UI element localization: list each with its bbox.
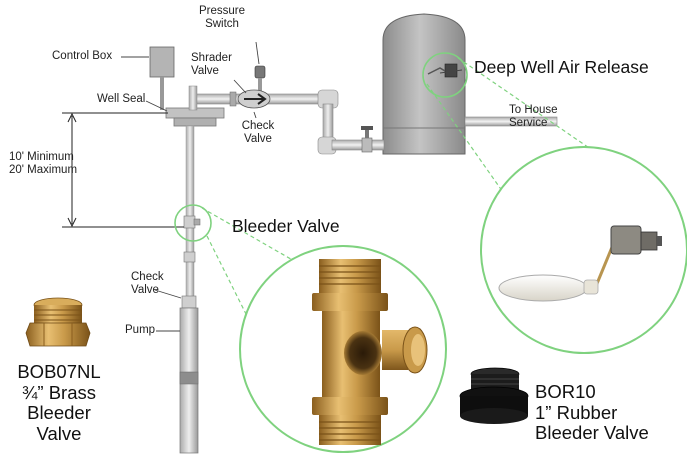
well-seal — [165, 85, 225, 127]
brass-product-label: BOB07NL ¾” Brass Bleeder Valve — [17, 361, 101, 445]
deep-well-air-release-label: Deep Well Air Release — [474, 57, 649, 77]
air-release-valve — [427, 63, 458, 78]
control-box-label: Control Box — [52, 50, 113, 62]
pressure-tank — [382, 13, 466, 155]
air-release-callout-ring — [422, 52, 468, 98]
bleeder-valve-label: Bleeder Valve — [232, 216, 340, 236]
pump-label: Pump — [125, 324, 156, 336]
control-box — [149, 46, 175, 110]
air-release-zoom-circle — [480, 146, 687, 354]
well-seal-label: Well Seal — [97, 93, 146, 105]
depth-dimension — [62, 112, 184, 228]
rubber-bleeder-product-image — [459, 367, 529, 424]
callout-connectors — [201, 57, 666, 333]
submersible-pump — [179, 307, 199, 454]
rubber-product-label: BOR10 1” Rubber Bleeder Valve — [535, 381, 649, 444]
supply-piping — [194, 89, 385, 155]
drop-pipe — [181, 125, 201, 309]
bleeder-callout-ring — [174, 204, 212, 242]
check-valve-top — [229, 89, 271, 109]
bleeder-zoom-circle — [239, 245, 447, 453]
brass-bleeder-product-image — [25, 297, 91, 347]
leader-lines — [121, 41, 463, 332]
pressure-switch — [254, 65, 266, 94]
house-service-pipe — [464, 116, 558, 127]
